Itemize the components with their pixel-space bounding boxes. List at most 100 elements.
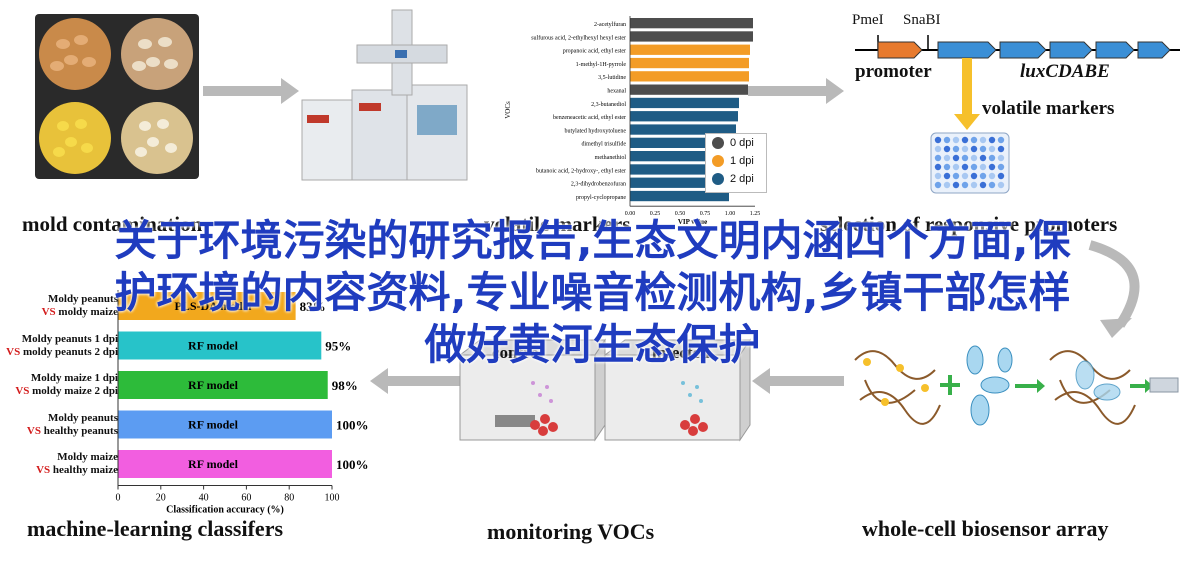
- category-line-b: moldy peanuts 2 dpi: [22, 345, 118, 358]
- voc-bar: [630, 71, 749, 82]
- microplate-well: [961, 154, 969, 162]
- voc-chamber-boxes: [458, 338, 751, 442]
- petri-dishes-illustration: [39, 18, 193, 174]
- plasmid-construct-diagram: [855, 35, 1180, 130]
- voc-category-label: propyl-cyclopropane: [576, 195, 626, 201]
- classifier-x-tick: 40: [199, 493, 209, 504]
- microplate-well: [943, 145, 951, 153]
- microplate-well: [970, 145, 978, 153]
- category-line-a: Moldy peanuts: [48, 293, 118, 305]
- voc-x-tick: 1.00: [725, 211, 736, 217]
- classifier-model-label: RF model: [188, 418, 239, 432]
- voc-y-axis-label: VOCs: [504, 101, 512, 119]
- microplate-well: [934, 181, 942, 189]
- voc-bar: [630, 44, 750, 55]
- classifier-bar: [118, 292, 296, 320]
- microplate-well: [997, 172, 1005, 180]
- microplate-well: [979, 136, 987, 144]
- microplate-well: [979, 154, 987, 162]
- classifier-x-tick: 100: [325, 493, 340, 504]
- microplate-well: [979, 145, 987, 153]
- control-box: [458, 338, 606, 442]
- microplate-well: [970, 136, 978, 144]
- snabi-site-label: SnaBI: [903, 12, 941, 28]
- voc-category-label: 1-methyl-1H-pyrrole: [576, 62, 627, 68]
- voc-category-label: propanoic acid, ethyl ester: [563, 49, 626, 55]
- voc-bar: [630, 97, 739, 109]
- petri-dishes-photo: [35, 14, 199, 179]
- legend-item-2: 2 dpi: [706, 170, 766, 188]
- microplate-well: [988, 154, 996, 162]
- category-line-a: Moldy maize 1 dpi: [30, 372, 118, 384]
- microplate-well: [943, 163, 951, 171]
- voc-x-tick: 0.00: [625, 211, 636, 217]
- legend-label-2dpi: 2 dpi: [730, 173, 754, 185]
- biosensor-array-caption: whole-cell biosensor array: [862, 516, 1109, 541]
- gc-ms-instrument-image: [297, 5, 474, 190]
- microplate-well: [952, 154, 960, 162]
- category-line-a: Moldy peanuts 1 dpi: [21, 332, 118, 345]
- legend-item-1: 1 dpi: [706, 152, 766, 170]
- category-line-b: healthy peanuts: [43, 424, 118, 437]
- microplate-well: [952, 172, 960, 180]
- volatile-markers-label: volatile markers: [982, 98, 1115, 119]
- voc-bar: [630, 57, 749, 69]
- microplate-well: [970, 172, 978, 180]
- microplate-well: [934, 136, 942, 144]
- legend-dot-1dpi: [712, 155, 724, 167]
- monitoring-vocs-caption: monitoring VOCs: [487, 519, 655, 544]
- flow-arrow-3: [370, 368, 460, 394]
- classifier-accuracy-value: 100%: [336, 418, 369, 433]
- microplate-well: [988, 145, 996, 153]
- voc-x-axis-label: VIP value: [678, 218, 707, 225]
- legend-dot-0dpi: [712, 137, 724, 149]
- legend-label-1dpi: 1 dpi: [730, 155, 754, 167]
- machine-learning-caption: machine-learning classifers: [27, 516, 284, 541]
- microplate-well: [952, 145, 960, 153]
- microplate-well: [997, 136, 1005, 144]
- classifier-accuracy-value: 95%: [325, 339, 351, 354]
- curved-flow-arrow: [1088, 240, 1140, 338]
- classifier-accuracy-value: 98%: [332, 378, 358, 393]
- microplate-well: [961, 145, 969, 153]
- voc-bar: [630, 177, 729, 188]
- microplate-well: [997, 181, 1005, 189]
- voc-x-tick: 0.25: [650, 211, 661, 217]
- voc-bar: [630, 111, 738, 122]
- voc-bar: [630, 124, 736, 135]
- microplate-well: [997, 145, 1005, 153]
- voc-x-tick: 0.50: [675, 211, 686, 217]
- control-label: control: [492, 343, 544, 362]
- classifier-model-label: RF model: [188, 457, 239, 471]
- category-line-a: Moldy peanuts: [48, 411, 118, 424]
- microplate-well: [970, 181, 978, 189]
- luxcdabe-label: luxCDABE: [1020, 61, 1110, 82]
- voc-category-label: dimethyl trisulfide: [582, 141, 627, 148]
- microplate-well: [961, 181, 969, 189]
- voc-category-label: sulfurous acid, 2-ethylhexyl hexyl ester: [531, 34, 626, 41]
- flow-arrow-1: [203, 78, 299, 104]
- flow-arrow-4: [752, 368, 844, 394]
- vs-marker: VS: [41, 306, 59, 318]
- overlay-line-2: 护环境的内容资料,专业噪音检测机构,乡镇干部怎样: [114, 268, 1071, 317]
- microorganism-cluster: [966, 345, 1013, 426]
- microplate-well: [934, 172, 942, 180]
- selection-promoters-label: selection of responsive promoters: [820, 212, 1118, 236]
- classifier-accuracy-value: 100%: [336, 457, 369, 472]
- classifier-x-axis-label: Classification accuracy (%): [166, 505, 284, 516]
- classifier-bar: [118, 450, 332, 478]
- voc-category-label: benzeneacetic acid, ethyl ester: [553, 115, 626, 121]
- microplate-well: [943, 154, 951, 162]
- classifier-bar: [118, 371, 328, 399]
- microplate-well: [952, 181, 960, 189]
- voc-bar: [630, 31, 753, 42]
- microplate-well: [934, 163, 942, 171]
- microplate-well: [997, 154, 1005, 162]
